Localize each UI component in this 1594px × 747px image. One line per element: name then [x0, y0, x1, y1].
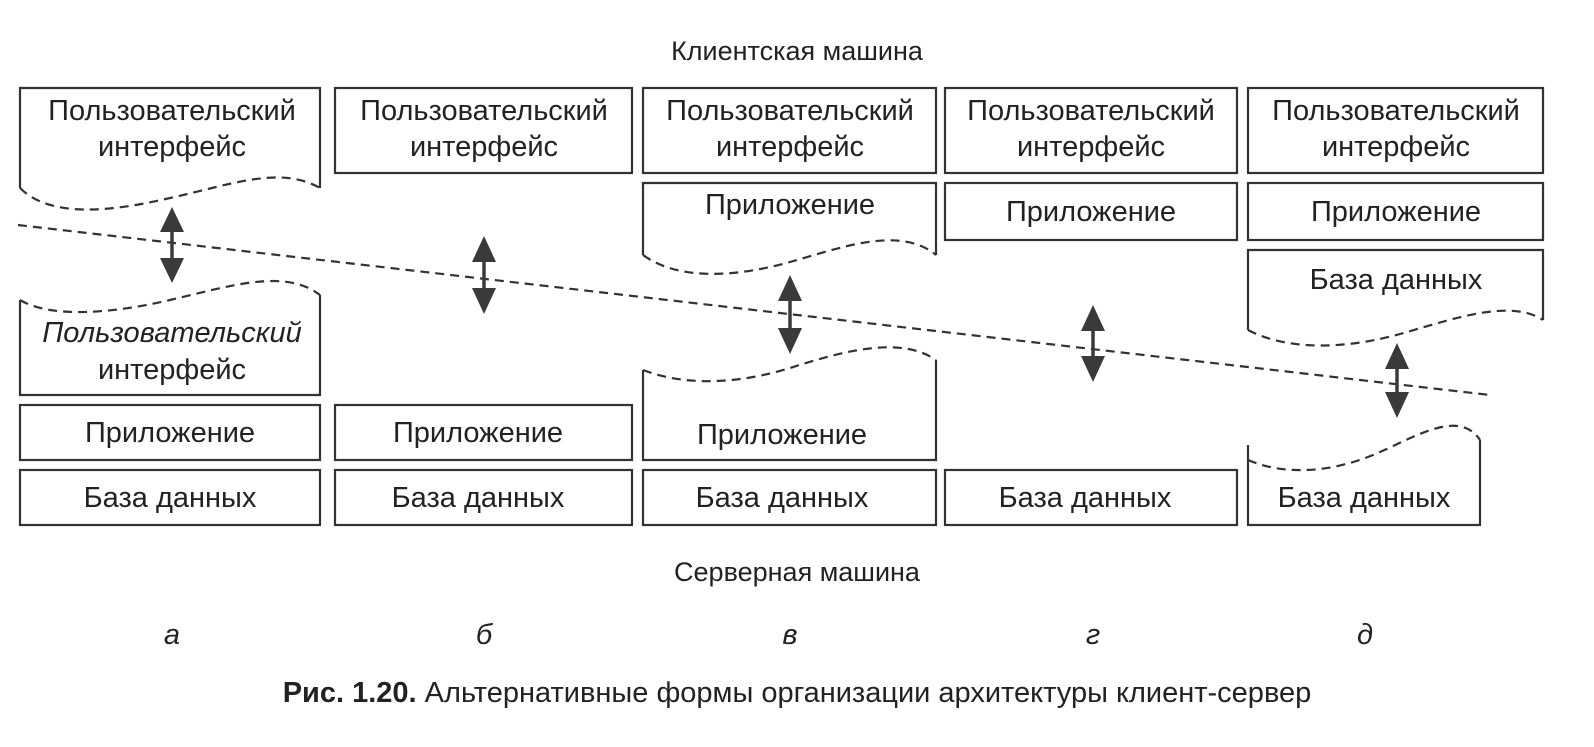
- client-ui-box-e: [1246, 86, 1545, 175]
- server-app-label-a: Приложение: [85, 417, 255, 449]
- server-ui-box-a: [18, 295, 322, 397]
- client-ui-box-d: [943, 86, 1239, 175]
- client-app-label-d: Приложение: [1006, 196, 1176, 228]
- client-db-box-e: [1246, 248, 1545, 330]
- server-app-label-b: Приложение: [393, 417, 563, 449]
- server-db-box-c: [641, 468, 938, 527]
- client-ui-label-e-line1: Пользовательский: [1272, 95, 1520, 127]
- column-letter-a: а: [164, 619, 180, 651]
- client-app-label-c: Приложение: [705, 189, 875, 221]
- client-ui-label-a-line2: интерфейс: [98, 131, 246, 163]
- client-ui-label-e-line2: интерфейс: [1322, 131, 1470, 163]
- column-letter-c: в: [782, 619, 797, 651]
- column-d: Пользовательский интерфейс Приложение Ба…: [943, 86, 1239, 527]
- server-db-box-d: [943, 468, 1239, 527]
- server-db-box-a: [18, 468, 322, 527]
- client-ui-box-a: [18, 86, 322, 188]
- server-db-label-c: База данных: [696, 482, 869, 514]
- column-a: Пользовательский интерфейс Пользовательс…: [18, 86, 322, 527]
- double-arrow-c: [778, 275, 802, 354]
- server-db-box-e: [1246, 440, 1482, 527]
- server-ui-label-a-line2: интерфейс: [98, 354, 246, 386]
- client-server-split-line: [17, 223, 1491, 397]
- server-app-wave-c: [642, 346, 937, 383]
- client-ui-label-b-line1: Пользовательский: [360, 95, 608, 127]
- column-letter-b: б: [476, 619, 494, 651]
- client-db-label-e: База данных: [1310, 264, 1483, 296]
- client-ui-label-a-line1: Пользовательский: [48, 95, 296, 127]
- server-db-label-a: База данных: [84, 482, 257, 514]
- server-db-label-e: База данных: [1278, 482, 1451, 514]
- client-ui-label-c-line2: интерфейс: [716, 131, 864, 163]
- server-app-box-a: [18, 403, 322, 462]
- double-arrow-d: [1081, 305, 1105, 382]
- client-app-label-e: Приложение: [1311, 196, 1481, 228]
- client-ui-box-c: [641, 86, 938, 175]
- server-db-wave-e: [1247, 424, 1481, 472]
- client-app-wave-c: [642, 239, 937, 275]
- server-app-label-c: Приложение: [697, 419, 867, 451]
- client-ui-label-d-line2: интерфейс: [1017, 131, 1165, 163]
- client-ui-label-c-line1: Пользовательский: [666, 95, 914, 127]
- double-arrow-e: [1385, 343, 1409, 418]
- server-machine-label: Серверная машина: [674, 557, 921, 587]
- column-e: Пользовательский интерфейс Приложение Ба…: [1246, 86, 1545, 527]
- client-ui-box-b: [333, 86, 634, 175]
- server-app-box-c: [641, 360, 938, 462]
- client-ui-wave-a: [19, 176, 321, 211]
- figure-caption: Рис. 1.20. Альтернативные формы организа…: [283, 677, 1312, 709]
- server-db-box-b: [333, 468, 634, 527]
- column-c: Пользовательский интерфейс Приложение Пр…: [641, 86, 938, 527]
- client-app-box-d: [943, 181, 1239, 242]
- client-machine-label: Клиентская машина: [671, 36, 924, 66]
- server-db-label-d: База данных: [999, 482, 1172, 514]
- client-ui-label-d-line1: Пользовательский: [967, 95, 1215, 127]
- figure-caption-prefix: Рис. 1.20.: [283, 677, 417, 709]
- double-arrow-b: [472, 236, 496, 314]
- client-app-box-c: [641, 181, 938, 255]
- server-app-box-b: [333, 403, 634, 462]
- figure-caption-text: Альтернативные формы организации архитек…: [417, 677, 1312, 709]
- client-app-box-e: [1246, 181, 1545, 242]
- column-b: Пользовательский интерфейс Приложение Ба…: [333, 86, 634, 527]
- server-db-label-b: База данных: [392, 482, 565, 514]
- server-ui-wave-a: [19, 279, 321, 314]
- client-db-wave-e: [1247, 309, 1544, 347]
- column-letter-e: д: [1357, 619, 1373, 651]
- server-ui-label-a-line1: Пользовательский: [42, 317, 301, 349]
- double-arrow-a: [160, 207, 184, 283]
- column-letter-d: г: [1086, 619, 1100, 651]
- client-ui-label-b-line2: интерфейс: [410, 131, 558, 163]
